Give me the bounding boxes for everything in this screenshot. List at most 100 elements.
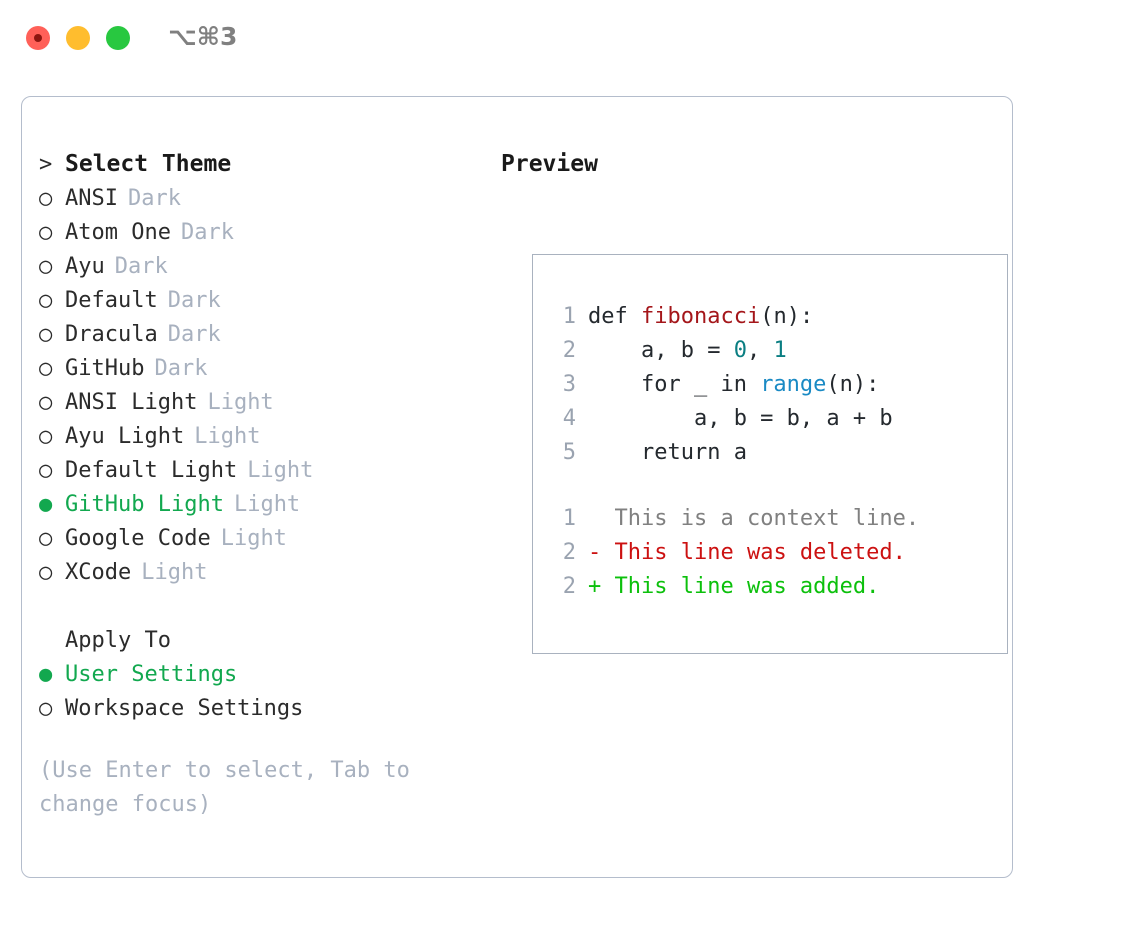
diff-line-ctx: 1 This is a context line. bbox=[552, 502, 919, 536]
code-token-plain: a, b = b, a + b bbox=[588, 406, 893, 431]
code-token-plain: return a bbox=[588, 440, 747, 465]
theme-option-variant: Light bbox=[220, 526, 287, 551]
diff-marker bbox=[588, 502, 615, 536]
theme-option-variant: Light bbox=[233, 492, 301, 517]
theme-option-label: Default bbox=[65, 288, 158, 313]
prompt-marker-icon: > bbox=[39, 152, 53, 177]
code-token-plain: , bbox=[746, 338, 774, 363]
code-line-content: def fibonacci(n): bbox=[588, 300, 813, 334]
theme-option-label: Default Light bbox=[65, 458, 238, 483]
code-line: 3 for _ in range(n): bbox=[552, 368, 893, 402]
radio-selected-icon: ● bbox=[39, 662, 53, 687]
theme-option-variant: Dark bbox=[167, 288, 221, 313]
theme-option-label: Google Code bbox=[65, 526, 211, 551]
radio-unselected-icon: ○ bbox=[39, 288, 53, 313]
theme-option-ayu-light[interactable]: ○ Ayu Light Light bbox=[39, 420, 479, 454]
theme-option-variant: Light bbox=[194, 424, 261, 449]
radio-unselected-icon: ○ bbox=[39, 254, 53, 279]
list-spacer bbox=[39, 590, 479, 624]
code-line: 5 return a bbox=[552, 436, 893, 470]
theme-option-default[interactable]: ○ Default Dark bbox=[39, 284, 479, 318]
radio-selected-icon: ● bbox=[39, 492, 53, 517]
apply-to-heading: Apply To bbox=[39, 624, 479, 658]
radio-unselected-icon: ○ bbox=[39, 186, 53, 211]
radio-unselected-icon: ○ bbox=[39, 356, 53, 381]
apply-to-list: ● User Settings ○ Workspace Settings bbox=[39, 658, 479, 726]
minimize-window-button[interactable] bbox=[66, 26, 90, 50]
code-line-number: 1 bbox=[562, 304, 576, 329]
theme-option-variant: Light bbox=[247, 458, 314, 483]
diff-line-text: This is a context line. bbox=[614, 506, 920, 531]
theme-option-variant: Light bbox=[207, 390, 274, 415]
diff-line-del: 2- This line was deleted. bbox=[552, 536, 919, 570]
select-theme-heading: > Select Theme bbox=[39, 147, 479, 182]
code-line-content: return a bbox=[588, 436, 747, 470]
radio-unselected-icon: ○ bbox=[39, 560, 53, 585]
code-line: 2 a, b = 0, 1 bbox=[552, 334, 893, 368]
code-line: 4 a, b = b, a + b bbox=[552, 402, 893, 436]
window-title-shortcut: ⌥⌘3 bbox=[168, 22, 238, 51]
radio-unselected-icon: ○ bbox=[39, 424, 53, 449]
theme-option-label: XCode bbox=[65, 560, 132, 585]
code-token-plain: a, b = bbox=[588, 338, 734, 363]
select-theme-title: Select Theme bbox=[65, 151, 232, 177]
theme-option-label: ANSI Light bbox=[65, 390, 198, 415]
code-token-builtin: range bbox=[760, 372, 827, 397]
theme-option-xcode[interactable]: ○ XCode Light bbox=[39, 556, 479, 590]
code-line-number: 3 bbox=[562, 372, 576, 397]
maximize-window-button[interactable] bbox=[106, 26, 130, 50]
theme-option-label: Ayu bbox=[65, 254, 105, 279]
theme-option-ansi-light[interactable]: ○ ANSI Light Light bbox=[39, 386, 479, 420]
theme-option-google-code[interactable]: ○ Google Code Light bbox=[39, 522, 479, 556]
theme-option-variant: Dark bbox=[127, 186, 181, 211]
theme-option-label: ANSI bbox=[65, 186, 118, 211]
radio-unselected-icon: ○ bbox=[39, 696, 53, 721]
preview-title: Preview bbox=[501, 151, 598, 177]
apply-to-option-label: User Settings bbox=[65, 662, 238, 687]
theme-option-label: Ayu Light bbox=[65, 424, 185, 449]
diff-marker: - bbox=[588, 540, 615, 565]
keyboard-hint-text: (Use Enter to select, Tab to change focu… bbox=[39, 758, 410, 817]
apply-to-option-label: Workspace Settings bbox=[65, 696, 304, 721]
theme-option-ansi[interactable]: ○ ANSI Dark bbox=[39, 182, 479, 216]
diff-sample: 1 This is a context line.2- This line wa… bbox=[552, 502, 919, 604]
code-token-plain: (n): bbox=[826, 372, 880, 397]
diff-line-text: This line was deleted. bbox=[614, 540, 906, 565]
code-token-num: 1 bbox=[773, 338, 787, 363]
code-line: 1 def fibonacci(n): bbox=[552, 300, 893, 334]
code-token-func: fibonacci bbox=[640, 304, 761, 329]
code-line-number: 5 bbox=[562, 440, 576, 465]
theme-option-variant: Dark bbox=[114, 254, 168, 279]
theme-option-label: Atom One bbox=[65, 220, 171, 245]
diff-line-add: 2+ This line was added. bbox=[552, 570, 919, 604]
theme-option-label: GitHub bbox=[65, 356, 145, 381]
radio-unselected-icon: ○ bbox=[39, 526, 53, 551]
close-window-button[interactable] bbox=[26, 26, 50, 50]
apply-to-option-workspace-settings[interactable]: ○ Workspace Settings bbox=[39, 692, 479, 726]
radio-unselected-icon: ○ bbox=[39, 390, 53, 415]
theme-option-ayu[interactable]: ○ Ayu Dark bbox=[39, 250, 479, 284]
code-line-number: 4 bbox=[562, 406, 576, 431]
apply-to-option-user-settings[interactable]: ● User Settings bbox=[39, 658, 479, 692]
theme-option-variant: Light bbox=[141, 560, 208, 585]
radio-unselected-icon: ○ bbox=[39, 322, 53, 347]
diff-line-number: 2 bbox=[562, 574, 576, 599]
radio-unselected-icon: ○ bbox=[39, 220, 53, 245]
title-bar: ⌥⌘3 bbox=[0, 0, 1140, 76]
diff-line-number: 2 bbox=[562, 540, 576, 565]
code-line-content: for _ in range(n): bbox=[588, 368, 879, 402]
code-token-num: 0 bbox=[733, 338, 747, 363]
diff-line-number: 1 bbox=[562, 506, 576, 531]
